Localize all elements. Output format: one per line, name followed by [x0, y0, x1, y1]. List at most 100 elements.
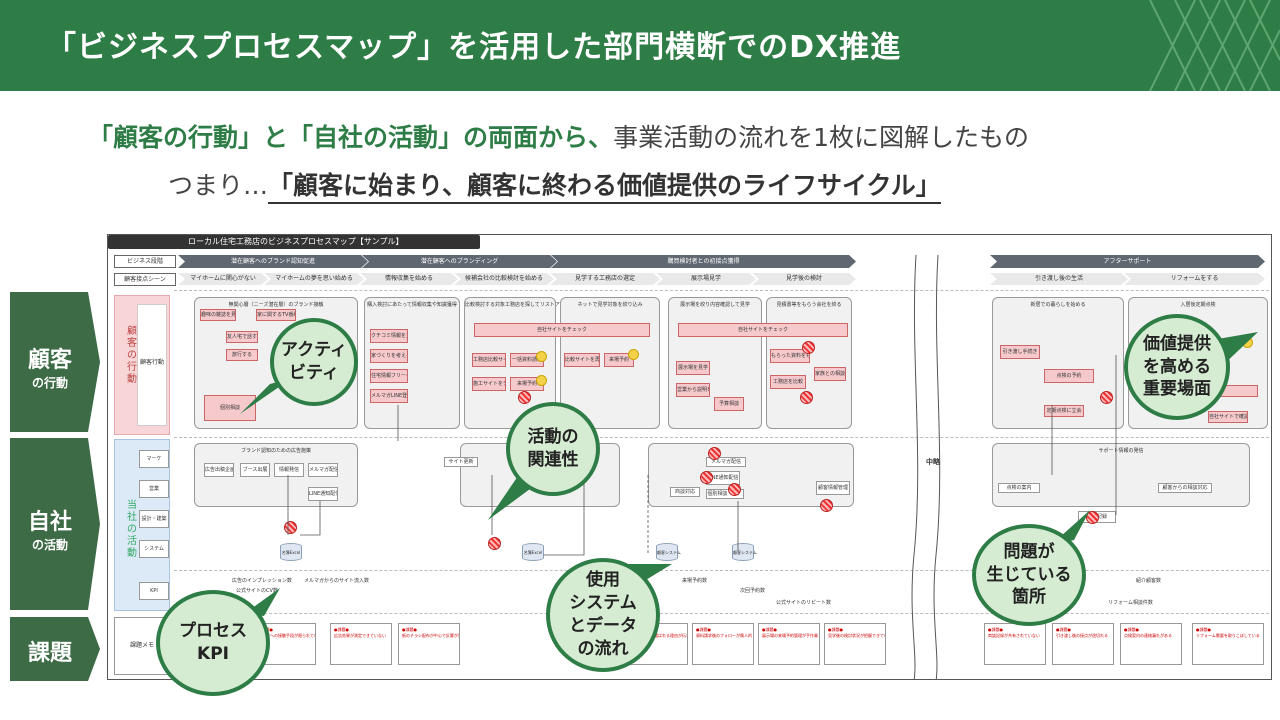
- callout-system-flow: 使用 システム とデータ の流れ: [546, 558, 660, 672]
- chevron-arrow-icon: [10, 617, 100, 681]
- company-row-kpi: KPI: [139, 582, 169, 600]
- scene-8: 引き渡し後の生活: [990, 273, 1128, 285]
- activity-box-2: 購入検討にあたって情報収集や知識獲得: [364, 297, 460, 429]
- issue-card-text: 資料請求後のフォローが属人的: [696, 633, 752, 638]
- activity-title: ネットで見学対象を絞り込み: [577, 302, 643, 308]
- own-ad-plan: 広告出稿企画: [204, 463, 234, 477]
- smile-icon: [536, 351, 547, 362]
- chevron-arrow-icon: [10, 292, 100, 432]
- scene-6: 展示場見学: [656, 273, 756, 285]
- activity-title: 入居後定期点検: [1180, 302, 1216, 308]
- map-title: ローカル住宅工務店のビジネスプロセスマップ【サンプル】: [108, 235, 480, 249]
- problem-marker-icon: [728, 483, 741, 496]
- action-tv-program: 家に関するTV番組を見る: [256, 309, 296, 321]
- issue-card-header: ●課題●: [1124, 627, 1139, 632]
- own-meeting: 商談対応: [670, 487, 700, 497]
- activity-title: 新居での暮らしを始める: [1030, 302, 1086, 308]
- lane-company-vertical: 当社の活動: [127, 500, 137, 559]
- lead-description: 事業活動の流れを1枚に図解したもの: [613, 123, 1029, 152]
- issue-card-header: ●課題●: [988, 627, 1003, 632]
- problem-marker-icon: [1086, 511, 1099, 524]
- problem-marker-icon: [800, 391, 813, 404]
- scene-4: 候補会社の比較検討を始める: [454, 273, 554, 285]
- action-detail-check: もらった資料をもとに詳細確認: [770, 349, 810, 363]
- action-hobby-magazine: 趣味の雑誌を見る: [200, 309, 236, 321]
- lead-customer-action: 「顧客の行動」: [88, 123, 264, 152]
- header-bar: 「ビジネスプロセスマップ」を活用した部門横断でのDX推進: [0, 0, 1280, 91]
- callout-problem: 問題が 生じている 箇所: [972, 524, 1086, 626]
- kpi-line-2: メルマガからのサイト流入数: [304, 578, 370, 584]
- system-excel-2: 名簿Excel: [522, 543, 544, 561]
- company-row-sales: 営業: [139, 480, 169, 498]
- action-budget: 予算相談: [714, 397, 744, 411]
- kpi-line-5: 次回予約数: [740, 588, 766, 594]
- chevron-arrow-icon: [10, 438, 100, 610]
- row-header-phase: ビジネス段階: [114, 255, 176, 268]
- kpi-line-6: 公式サイトのリピート数: [776, 600, 832, 606]
- company-row-design: 設計・建築: [139, 510, 169, 528]
- sidebar-company-arrow: 自社 の活動: [10, 438, 100, 610]
- issue-card-text: 点検案内の連絡漏れがある: [1124, 633, 1172, 638]
- sidebar-customer-small: の行動: [31, 376, 68, 390]
- lead-namely: つまり…: [168, 171, 269, 200]
- callout-process-kpi-text: プロセス KPI: [179, 621, 247, 664]
- problem-marker-icon: [518, 391, 531, 404]
- sidebar-issues-label: 課題: [10, 635, 90, 667]
- issue-card-text: 展示場の来場予約管理が手作業: [762, 633, 818, 638]
- company-row-marketing: マーケ: [139, 450, 169, 468]
- own-customer-consult: 顧客からの相談対応: [1158, 483, 1212, 493]
- problem-marker-icon: [708, 447, 721, 460]
- divider: [174, 613, 1269, 614]
- issue-card-header: ●課題●: [402, 627, 417, 632]
- middle-skip-label: 中略: [926, 458, 940, 466]
- company-box-title: ブランド認知のための広告施策: [240, 448, 311, 454]
- action-compare-site: 工務店比較サイトを見る: [472, 353, 506, 367]
- sidebar-company-small: の活動: [31, 538, 68, 552]
- own-line: LINE通知配信: [308, 487, 338, 501]
- callout-relation-text: 活動の 関連性: [527, 427, 579, 470]
- issue-card-header: ●課題●: [696, 627, 711, 632]
- own-info-send: 情報発信: [274, 463, 304, 477]
- sidebar-company-label: 自社 の活動: [10, 504, 90, 553]
- issue-card-text: 見学後の検討状況が把握できていない: [828, 633, 885, 638]
- action-free-paper: 住宅情報フリーペーパー: [370, 369, 408, 383]
- system-crm-1: 顧客システム: [656, 543, 681, 561]
- action-friend-house: 友人宅で話す: [226, 331, 258, 343]
- lead-and: と: [263, 123, 289, 152]
- lane-customer-inner: 顧客行動: [137, 304, 167, 426]
- callout-system-flow-text: 使用 システム とデータ の流れ: [569, 570, 637, 659]
- sidebar-issues-arrow: 課題: [10, 617, 100, 681]
- sidebar-customer-arrow: 顧客 の行動: [10, 292, 100, 432]
- issue-card-header: ●課題●: [1056, 627, 1071, 632]
- scene-2: マイホームの夢を思い始める: [264, 273, 364, 285]
- system-excel-1: 名簿Excel: [280, 543, 302, 561]
- callout-problem-text: 問題が 生じている 箇所: [986, 541, 1072, 608]
- issue-card-header: ●課題●: [1196, 627, 1211, 632]
- kpi-line-7: リフォーム相談件数: [1108, 600, 1153, 606]
- own-consult-plan: 個別相談（案）: [706, 489, 744, 499]
- scene-7: 見学後の検討: [752, 273, 856, 285]
- lane-company: 当社の活動 マーケ 営業 設計・建築 システム KPI: [114, 439, 170, 611]
- business-process-map: ローカル住宅工務店のビジネスプロセスマップ【サンプル】 ビジネス段階 顧客接点シ…: [107, 234, 1272, 680]
- lead-line-2: つまり…「顧客に始まり、顧客に終わる価値提供のライフサイクル」: [168, 166, 941, 204]
- lead-lifecycle: 「顧客に始まり、顧客に終わる価値提供のライフサイクル」: [268, 171, 941, 204]
- callout-process-kpi: プロセス KPI: [156, 590, 270, 696]
- phase-4: アフターサポート: [990, 255, 1265, 268]
- action-compare-recheck: 比較サイトを再確認: [564, 353, 600, 367]
- issue-card-text: 比較検討時に選ばれる理由が伝わっていない: [630, 633, 688, 638]
- activity-title: 購入検討にあたって情報収集や知識獲得: [367, 302, 457, 308]
- kpi-line-3: 公式サイトのCV数: [236, 588, 278, 594]
- smile-icon: [628, 349, 639, 360]
- sidebar-customer-big: 顧客: [27, 348, 72, 373]
- issue-card-text: 紙のチラシ配布が中心で反響が見えない: [402, 633, 459, 638]
- activity-title: 見積書等をもらう会社を絞る: [776, 302, 842, 308]
- action-family-talk: 家族との相談: [814, 367, 846, 381]
- pink-box-site-check-2: 自社サイトをチェック: [678, 323, 848, 337]
- callout-value-text: 価値提供 を高める 重要場面: [1143, 333, 1211, 400]
- kpi-line-8: 紹介顧客数: [1136, 578, 1162, 584]
- callout-tail: [488, 476, 534, 520]
- issue-card: ●課題●展示場の来場予約管理が手作業: [758, 623, 820, 665]
- action-travel: 旅行する: [226, 349, 258, 361]
- issue-card-header: ●課題●: [334, 627, 349, 632]
- sidebar-customer-label: 顧客 の行動: [10, 342, 90, 391]
